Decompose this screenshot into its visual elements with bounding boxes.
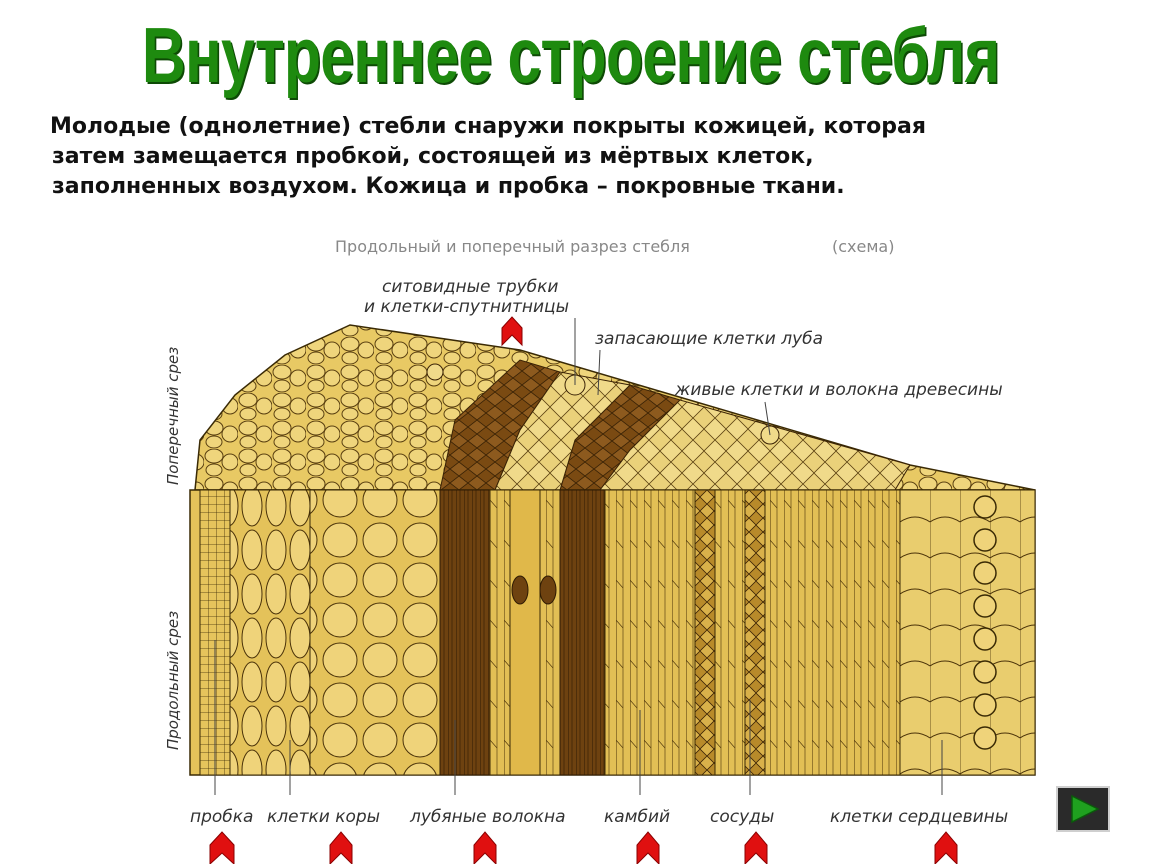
- paragraph-line-1: Молодые (однолетние) стебли снаружи покр…: [50, 114, 927, 139]
- marker-pith[interactable]: [934, 831, 958, 864]
- diagram-caption: Продольный и поперечный разрез стебля: [335, 237, 690, 256]
- label-pith-cells: клетки сердцевины: [830, 807, 1008, 827]
- marker-cambium[interactable]: [636, 831, 660, 864]
- label-cortex-cells: клетки коры: [267, 807, 380, 827]
- label-sieve-tubes-1: ситовидные трубки: [382, 277, 558, 297]
- intro-paragraph: Молодые (однолетние) стебли снаружи покр…: [42, 112, 1142, 202]
- page-title: Внутреннее строение стебля: [141, 11, 1000, 99]
- marker-sieve-tubes[interactable]: [501, 316, 523, 347]
- next-slide-button[interactable]: [1056, 786, 1110, 832]
- longitudinal-section: [189, 489, 1036, 776]
- side-label-long: Продольный срез: [164, 611, 182, 750]
- diagram-caption-sub: (схема): [832, 237, 894, 256]
- side-label-cross: Поперечный срез: [164, 347, 182, 485]
- marker-vessels[interactable]: [744, 831, 768, 864]
- label-sieve-tubes-2: и клетки-спутнитницы: [364, 297, 569, 317]
- marker-cork[interactable]: [209, 831, 235, 864]
- leader-lines: [214, 318, 943, 795]
- label-storage-cells: запасающие клетки луба: [595, 329, 823, 349]
- label-cork: пробка: [190, 807, 253, 827]
- label-living-cells: живые клетки и волокна древесины: [674, 380, 1003, 400]
- cross-section-top: [194, 324, 1036, 491]
- marker-bast[interactable]: [473, 831, 497, 864]
- label-vessels: сосуды: [710, 807, 774, 827]
- label-cambium: камбий: [604, 807, 670, 827]
- play-triangle-icon: [1071, 794, 1100, 824]
- paragraph-line-2: затем замещается пробкой, состоящей из м…: [52, 144, 814, 169]
- paragraph-line-3: заполненных воздухом. Кожица и пробка – …: [52, 174, 845, 199]
- label-bast-fibers: лубяные волокна: [409, 807, 566, 827]
- marker-cortex[interactable]: [329, 831, 353, 864]
